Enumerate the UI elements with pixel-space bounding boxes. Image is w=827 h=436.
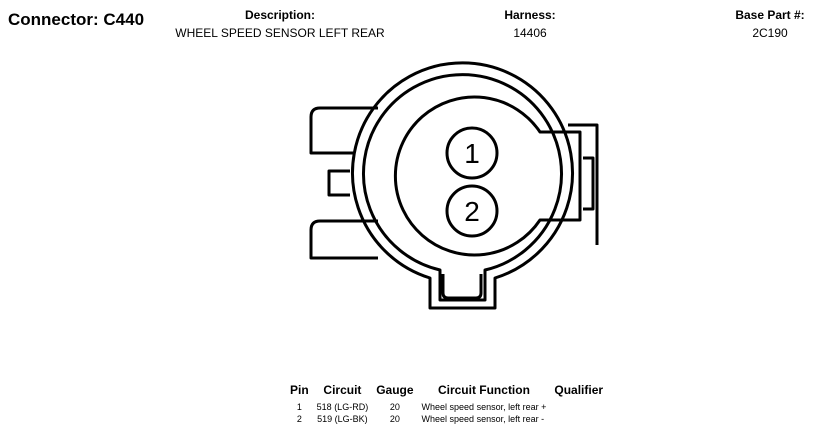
table-row: 1 518 (LG-RD) 20 Wheel speed sensor, lef… xyxy=(286,401,607,413)
harness-value: 14406 xyxy=(513,26,547,40)
table-row: 2 519 (LG-BK) 20 Wheel speed sensor, lef… xyxy=(286,413,607,425)
pin-1-label: 1 xyxy=(464,138,480,169)
pin-table: Pin Circuit Gauge Circuit Function Quali… xyxy=(286,383,607,425)
top-latch xyxy=(309,106,378,155)
circuit-cell: 519 (LG-BK) xyxy=(317,414,368,424)
description-label: Description: xyxy=(244,8,315,22)
right-keyway xyxy=(583,156,595,211)
gauge-cell: 20 xyxy=(389,414,400,424)
circuit-header: Circuit xyxy=(323,383,362,397)
qualifier-header: Qualifier xyxy=(554,383,604,397)
pin-cavity xyxy=(393,95,582,257)
pin-cell: 2 xyxy=(296,414,302,424)
pin-cell: 1 xyxy=(296,402,302,412)
pin-2-label: 2 xyxy=(464,196,480,227)
gauge-header: Gauge xyxy=(376,383,414,397)
circuit-function-cell: Wheel speed sensor, left rear + xyxy=(421,402,547,412)
circuit-function-cell: Wheel speed sensor, left rear - xyxy=(421,414,545,424)
pin-1-circle xyxy=(445,126,499,180)
left-key xyxy=(327,169,350,197)
pin-header: Pin xyxy=(290,383,309,397)
qualifier-cell xyxy=(550,413,607,425)
connector-inner-housing xyxy=(362,73,563,302)
locking-tab-notch xyxy=(441,274,483,300)
qualifier-cell xyxy=(550,401,607,413)
base-part-value: 2C190 xyxy=(752,26,788,40)
harness-label: Harness: xyxy=(504,8,556,22)
gauge-cell: 20 xyxy=(389,402,400,412)
description-value: WHEEL SPEED SENSOR LEFT REAR xyxy=(175,26,385,40)
connector-title: Connector: C440 xyxy=(8,10,145,29)
base-part-label: Base Part #: xyxy=(735,8,805,22)
pin-2-circle xyxy=(445,184,499,238)
right-tab xyxy=(568,123,599,245)
circuit-function-header: Circuit Function xyxy=(437,383,530,397)
circuit-cell: 518 (LG-RD) xyxy=(316,402,369,412)
pin-table-header-row: Pin Circuit Gauge Circuit Function Quali… xyxy=(286,383,607,401)
bottom-latch xyxy=(309,219,378,260)
connector-outer-housing xyxy=(351,61,574,310)
